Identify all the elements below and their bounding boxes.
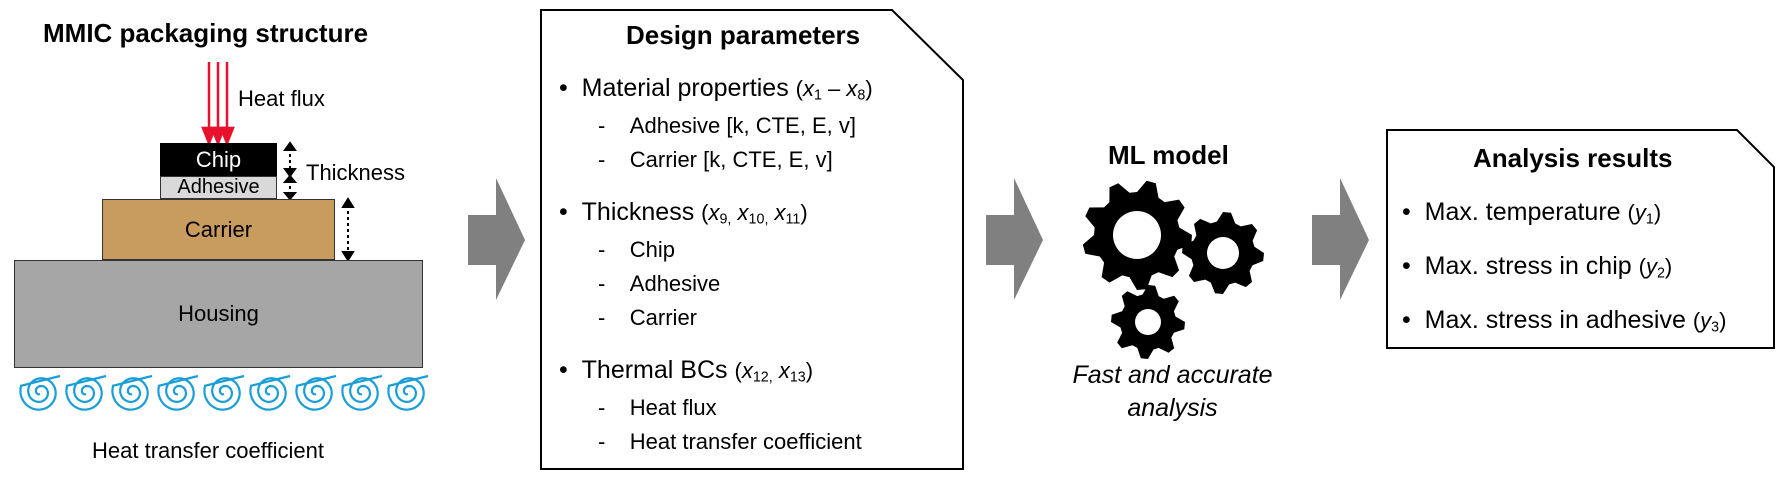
packaging-title: MMIC packaging structure xyxy=(43,18,369,48)
convection-spiral xyxy=(19,374,61,411)
design-title: Design parameters xyxy=(626,20,861,50)
convection-spiral xyxy=(249,374,291,411)
thermal-label: Thermal BCs xyxy=(581,356,728,384)
thermal-item-htc-text: Heat transfer coefficient xyxy=(629,429,862,454)
thickness-item-chip: - Chip xyxy=(598,237,676,262)
gears-icon xyxy=(1082,180,1264,359)
material-vars: (x1 – x8) xyxy=(795,76,873,104)
bullet-dot: • xyxy=(559,356,582,384)
convection-spiral xyxy=(387,374,429,411)
housing-label: Housing xyxy=(178,301,259,326)
convection-spiral xyxy=(111,374,153,411)
results-title: Analysis results xyxy=(1473,143,1673,173)
convection-spiral xyxy=(295,374,337,411)
thermal-item-htc: - Heat transfer coefficient xyxy=(598,429,862,454)
bullet-dot: • xyxy=(559,198,582,226)
design-parameters-box xyxy=(540,9,964,470)
thickness-item-adhesive-text: Adhesive xyxy=(629,271,721,296)
convection-spiral xyxy=(203,374,245,411)
heat-flux-arrows xyxy=(201,62,235,147)
convection-spiral xyxy=(341,374,383,411)
flow-arrow-2 xyxy=(986,178,1043,300)
gear-icon xyxy=(1182,212,1264,294)
adhesive-label: Adhesive xyxy=(177,176,260,198)
material-label: Material properties xyxy=(581,74,789,102)
result-chip-stress-var: (y2) xyxy=(1638,254,1673,282)
thickness-dimension-arrows xyxy=(282,141,355,262)
gear-icon xyxy=(1111,285,1185,359)
material-item-carrier: - Carrier [k, CTE, E, v] xyxy=(598,147,833,172)
carrier-layer: Carrier xyxy=(102,199,335,260)
bullet-dot: • xyxy=(559,74,582,102)
result-adhesive-stress-text: Max. stress in adhesive xyxy=(1424,306,1686,334)
chip-layer: Chip xyxy=(160,143,277,176)
bullet-dot: • xyxy=(1402,252,1425,280)
thickness-item-carrier-text: Carrier xyxy=(629,305,698,330)
thickness-vars: (x9, x10, x11) xyxy=(701,200,808,228)
ml-title: ML model xyxy=(1108,140,1229,170)
result-temperature-var: (y1) xyxy=(1627,200,1662,228)
thickness-bullet: • Thickness (x9, x10, x11) xyxy=(559,198,808,228)
housing-layer: Housing xyxy=(14,260,423,368)
material-item-carrier-text: Carrier [k, CTE, E, v] xyxy=(629,147,833,172)
ml-caption-line1: Fast and accurate xyxy=(1072,361,1273,389)
thermal-bullet: • Thermal BCs (x12, x13) xyxy=(559,356,813,386)
heat-flux-label: Heat flux xyxy=(238,86,325,111)
htc-label: Heat transfer coefficient xyxy=(92,438,324,463)
bullet-dot: • xyxy=(1402,198,1425,226)
material-item-adhesive: - Adhesive [k, CTE, E, v] xyxy=(598,113,856,138)
result-adhesive-stress-var: (y3) xyxy=(1692,308,1727,336)
analysis-results-box xyxy=(1386,129,1775,349)
bullet-dot: • xyxy=(1402,306,1425,334)
thermal-item-heat-flux-text: Heat flux xyxy=(629,395,717,420)
ml-caption-line2: analysis xyxy=(1127,394,1218,422)
thickness-item-adhesive: - Adhesive xyxy=(598,271,721,296)
flow-arrow-1 xyxy=(468,178,525,300)
convection-spiral xyxy=(65,374,107,411)
chip-label: Chip xyxy=(195,146,242,172)
thickness-label: Thickness xyxy=(306,160,406,185)
gear-icon xyxy=(1082,180,1192,290)
thermal-vars: (x12, x13) xyxy=(734,358,814,386)
thickness-item-chip-text: Chip xyxy=(629,237,676,262)
convection-spiral xyxy=(157,374,199,411)
adhesive-layer: Adhesive xyxy=(160,176,277,199)
flow-arrow-3 xyxy=(1312,178,1369,300)
result-item-adhesive-stress: • Max. stress in adhesive (y3) xyxy=(1402,306,1726,336)
thickness-item-carrier: - Carrier xyxy=(598,305,698,330)
result-item-chip-stress: • Max. stress in chip (y2) xyxy=(1402,252,1672,282)
thickness-param-label: Thickness xyxy=(581,198,695,226)
carrier-label: Carrier xyxy=(184,216,253,242)
result-item-temperature: • Max. temperature (y1) xyxy=(1402,198,1661,228)
result-chip-stress-text: Max. stress in chip xyxy=(1424,252,1632,280)
material-bullet: • Material properties (x1 – x8) xyxy=(559,74,873,104)
convection-spirals xyxy=(19,374,429,411)
material-item-adhesive-text: Adhesive [k, CTE, E, v] xyxy=(629,113,856,138)
result-temperature-text: Max. temperature xyxy=(1424,198,1621,226)
thermal-item-heat-flux: - Heat flux xyxy=(598,395,717,420)
